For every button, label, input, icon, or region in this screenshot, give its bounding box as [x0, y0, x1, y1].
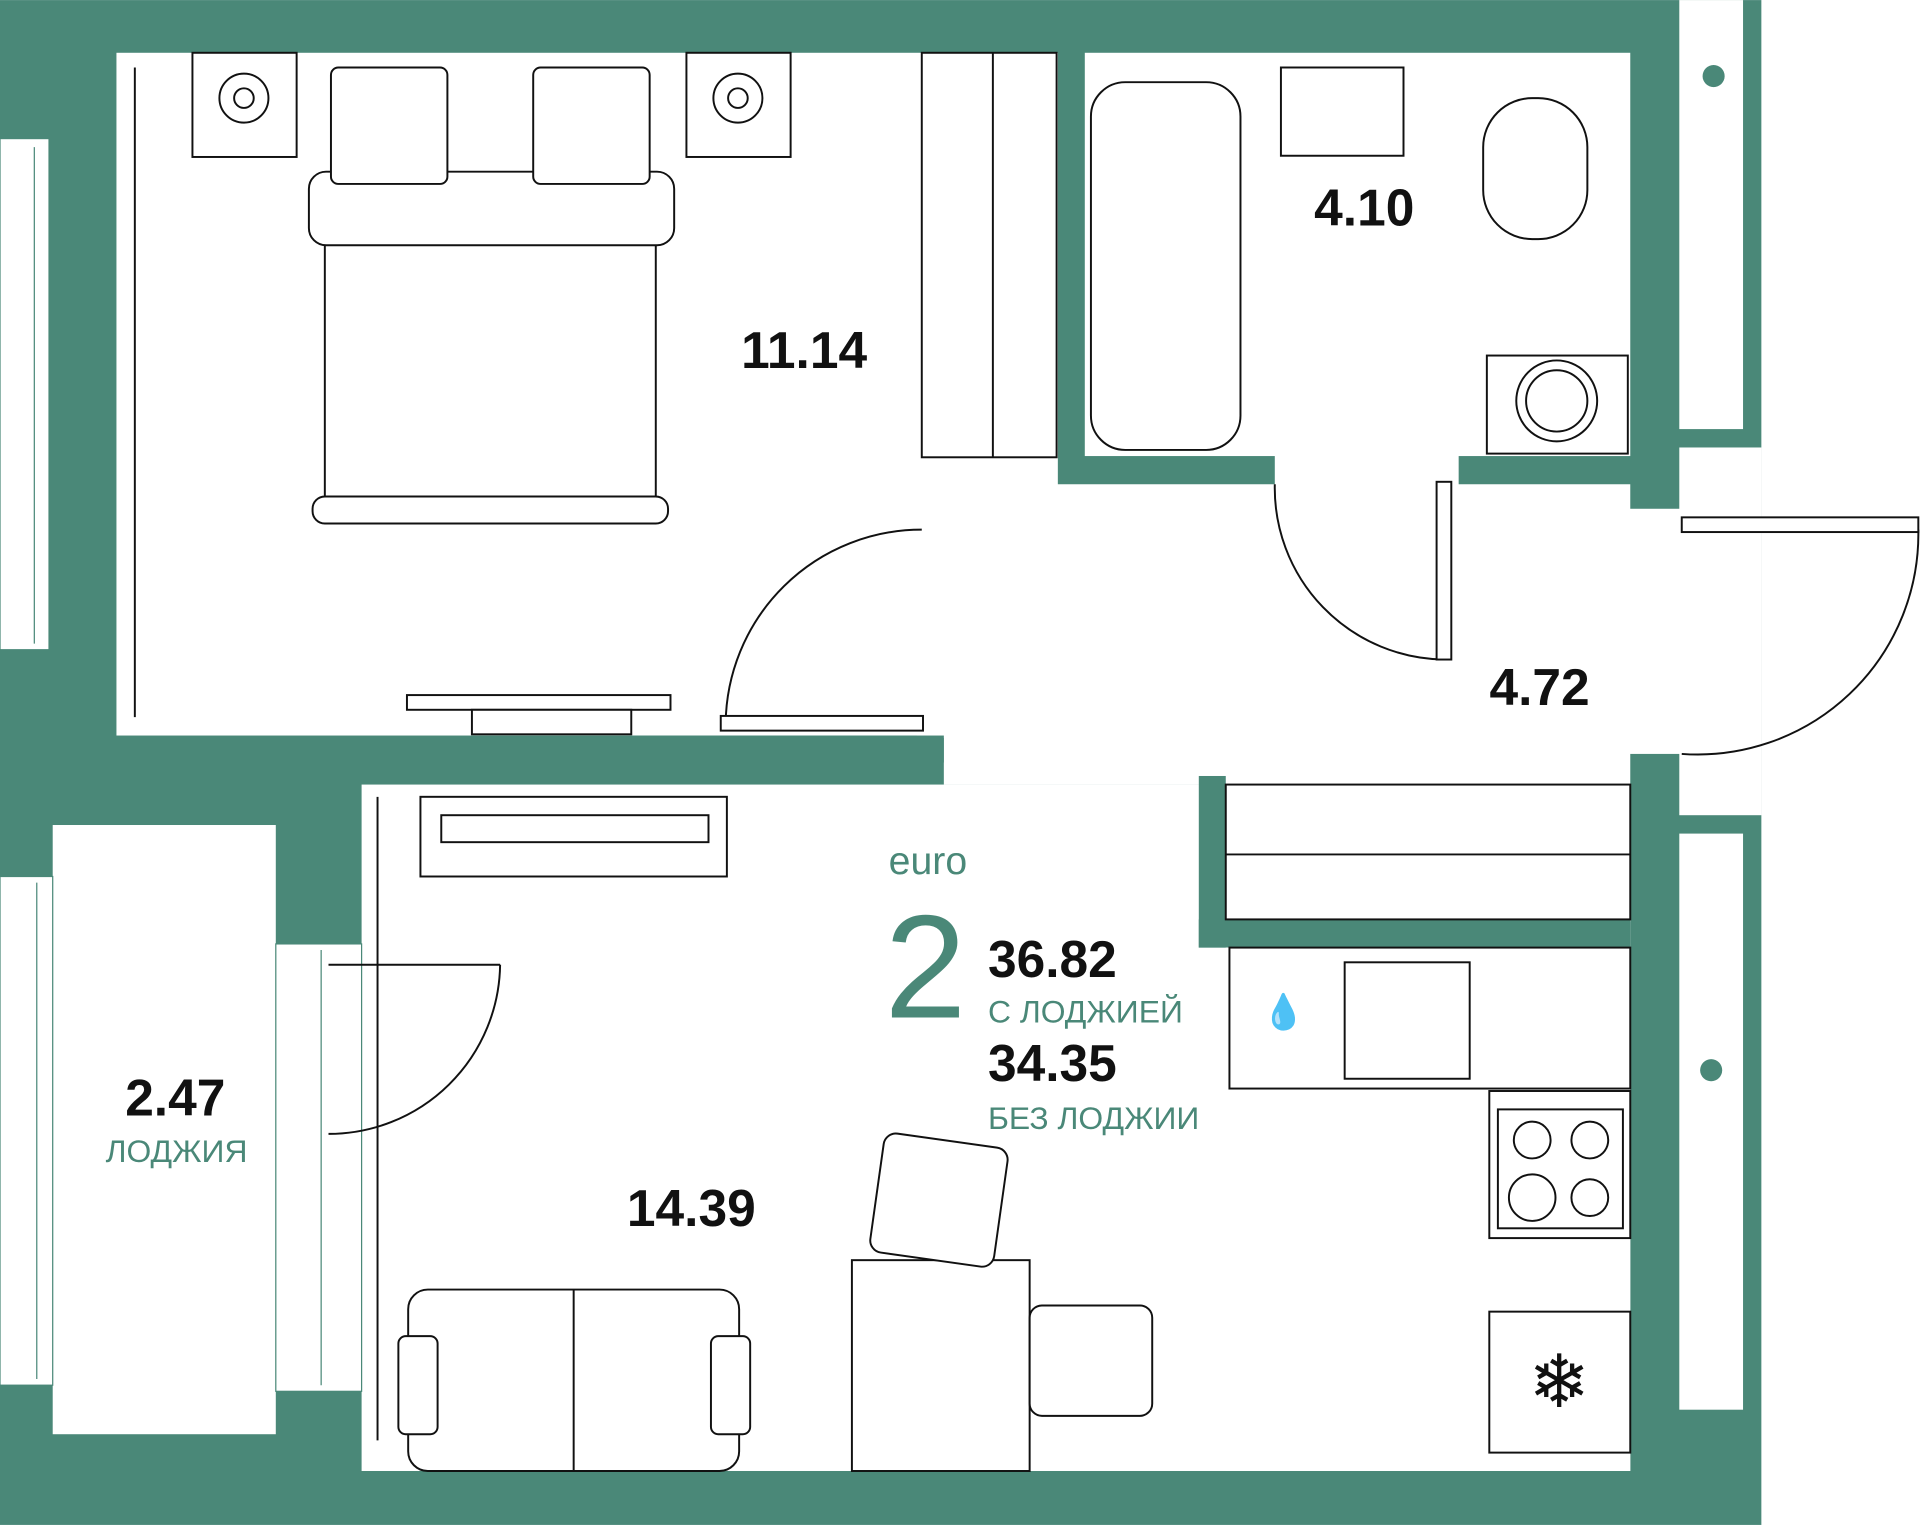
exterior-right-top [1679, 0, 1744, 430]
balcony-door-swing [328, 964, 502, 1135]
nightstand [685, 51, 792, 158]
bathroom-door-swing [1273, 484, 1444, 661]
door-gap-bath [1274, 453, 1459, 487]
area-with-loggia: 36.82 [988, 930, 1117, 988]
marker-dot [1702, 65, 1725, 88]
bathroom-area: 4.10 [1314, 179, 1414, 237]
entrance-door-swing [1681, 529, 1920, 756]
water-drop-icon: 💧 [1262, 992, 1305, 1033]
exterior-right-bottom [1679, 833, 1744, 1410]
loggia-label: ЛОДЖИЯ [106, 1133, 248, 1169]
bed [307, 66, 676, 525]
loggia-area: 2.47 [125, 1069, 225, 1127]
loggia [52, 825, 276, 1435]
wardrobe [920, 51, 1058, 459]
entrance-door-gap [1627, 508, 1682, 754]
sofa [397, 1288, 752, 1472]
entrance-exterior [1679, 447, 1762, 816]
tv-stand [405, 694, 672, 736]
washing-machine [1485, 354, 1629, 455]
dining-table [850, 1132, 1154, 1472]
bedroom-door-swing [724, 528, 922, 724]
window [0, 137, 50, 651]
exterior-far-right [1761, 0, 1922, 1525]
fridge: ❄ [1488, 1310, 1632, 1454]
window [0, 875, 54, 1386]
toilet [1482, 97, 1589, 241]
plan-type-prefix: euro [889, 839, 968, 883]
bedroom-area: 11.14 [741, 321, 867, 379]
nightstand [191, 51, 298, 158]
rooms-count: 2 [885, 885, 967, 1049]
area-without-loggia-label: БЕЗ ЛОДЖИИ [988, 1100, 1199, 1136]
hall-area: 4.72 [1489, 658, 1589, 716]
area-without-loggia: 34.35 [988, 1034, 1117, 1092]
hall-wardrobe [1224, 783, 1632, 921]
cooktop [1488, 1090, 1632, 1240]
bathtub [1089, 81, 1242, 451]
window [275, 943, 363, 1392]
bedroom-door-gap [916, 527, 947, 738]
snowflake-icon: ❄ [1528, 1340, 1590, 1425]
kitchen-sink [1343, 961, 1471, 1080]
marker-dot [1700, 1059, 1723, 1082]
hall [943, 484, 1631, 785]
sink [1279, 66, 1405, 157]
area-with-loggia-label: С ЛОДЖИЕЙ [988, 993, 1183, 1029]
living-area: 14.39 [627, 1179, 756, 1237]
tv-cabinet [419, 795, 728, 878]
